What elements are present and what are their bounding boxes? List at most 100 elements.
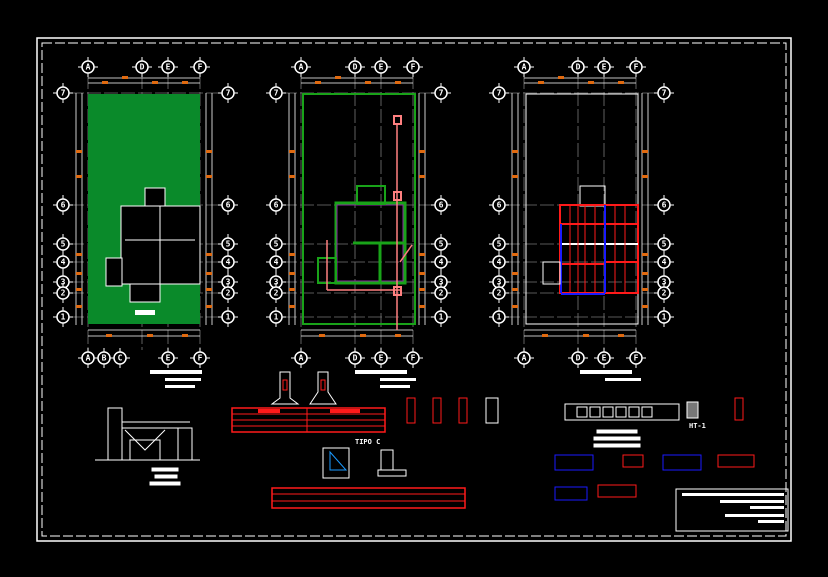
grid-bubble-right-7: 7 (654, 83, 674, 103)
grid-bubble-bottom-A: A (291, 348, 311, 368)
slab-details (554, 397, 755, 501)
grid-bubble-bottom-B-label: B (102, 354, 107, 363)
grid-bubble-right-3: 3 (431, 272, 451, 292)
grid-bubble-bottom-E: E (371, 348, 391, 368)
grid-bubble-right-1-label: 1 (226, 313, 231, 322)
grid-bubble-left-4-label: 4 (61, 258, 66, 267)
grid-bubble-right-6: 6 (218, 195, 238, 215)
grid-bubble-left-5-label: 5 (61, 240, 66, 249)
dimension-mark (618, 81, 624, 84)
grid-bubble-bottom-C-label: C (118, 354, 123, 363)
grid-bubble-left-2: 2 (489, 283, 509, 303)
grid-bubble-right-5: 5 (218, 234, 238, 254)
grid-bubble-right-7-label: 7 (662, 89, 667, 98)
block-label: HT-1 (689, 422, 706, 430)
dimension-mark (102, 81, 108, 84)
grid-bubble-left-5-label: 5 (497, 240, 502, 249)
grid-bubble-top-F: F (403, 57, 423, 77)
grid-bubble-top-F: F (190, 57, 210, 77)
grid-bubble-left-6-label: 6 (497, 201, 502, 210)
grid-bubble-top-A: A (78, 57, 98, 77)
grid-bubble-right-1: 1 (218, 307, 238, 327)
grid-bubble-top-D: D (345, 57, 365, 77)
grid-bubble-left-1: 1 (53, 307, 73, 327)
dimension-mark (182, 81, 188, 84)
grid-bubble-bottom-E-label: E (166, 354, 171, 363)
grid-bubble-top-F: F (626, 57, 646, 77)
grid-bubble-right-4-label: 4 (662, 258, 667, 267)
grid-bubble-left-5: 5 (489, 234, 509, 254)
grid-bubble-left-6: 6 (266, 195, 286, 215)
dimension-mark (558, 76, 564, 79)
grid-bubble-right-6: 6 (431, 195, 451, 215)
grid-bubble-right-2-label: 2 (226, 289, 231, 298)
sheet-border-inner (41, 42, 787, 537)
grid-bubble-right-4: 4 (218, 252, 238, 272)
grid-bubble-right-5-label: 5 (439, 240, 444, 249)
sheet-border-outer (36, 37, 792, 542)
grid-bubble-top-D-label: D (140, 63, 145, 72)
dimension-mark (335, 76, 341, 79)
grid-bubble-top-E: E (158, 57, 178, 77)
foundation-plan-content (302, 93, 416, 388)
grid-bubble-right-7-label: 7 (226, 89, 231, 98)
grid-bubble-bottom-F-label: F (634, 354, 639, 363)
grid-bubble-right-3-label: 3 (226, 278, 231, 287)
grid-bubble-bottom-A-label: A (522, 354, 527, 363)
grid-bubble-left-1-label: 1 (274, 313, 279, 322)
grid-bubble-right-7-label: 7 (439, 89, 444, 98)
grid-bubble-right-2-label: 2 (439, 289, 444, 298)
grid-bubble-left-5: 5 (53, 234, 73, 254)
grid-bubble-bottom-F: F (626, 348, 646, 368)
grid-bubble-top-D: D (568, 57, 588, 77)
grid-bubble-top-F-label: F (411, 63, 416, 72)
grid-bubble-left-4: 4 (53, 252, 73, 272)
dimension-mark (182, 334, 188, 337)
grid-bubble-left-7: 7 (266, 83, 286, 103)
grid-bubble-top-A-label: A (299, 63, 304, 72)
grid-bubble-left-3-label: 3 (274, 278, 279, 287)
grid-bubble-top-F-label: F (634, 63, 639, 72)
grid-bubble-left-6: 6 (53, 195, 73, 215)
grid-bubble-top-E-label: E (602, 63, 607, 72)
grid-bubble-right-5: 5 (431, 234, 451, 254)
grid-bubble-bottom-D: D (345, 348, 365, 368)
title-block (675, 488, 789, 532)
grid-bubble-left-1: 1 (266, 307, 286, 327)
grid-bubble-left-4: 4 (489, 252, 509, 272)
grid-bubble-bottom-F-label: F (198, 354, 203, 363)
grid-bubble-top-E-label: E (379, 63, 384, 72)
grid-bubble-left-7-label: 7 (497, 89, 502, 98)
grid-bubble-top-E-label: E (166, 63, 171, 72)
foundation-plan-title (355, 370, 407, 374)
grid-bubble-left-4-label: 4 (274, 258, 279, 267)
grid-bubble-right-6-label: 6 (439, 201, 444, 210)
grid-bubble-left-4-label: 4 (497, 258, 502, 267)
grid-bubble-left-7: 7 (489, 83, 509, 103)
grid-bubble-right-2: 2 (431, 283, 451, 303)
grid-bubble-right-2-label: 2 (662, 289, 667, 298)
grid-bubble-bottom-A-label: A (86, 354, 91, 363)
grid-bubble-right-1: 1 (431, 307, 451, 327)
grid-bubble-bottom-D-label: D (576, 354, 581, 363)
grid-bubble-left-7-label: 7 (274, 89, 279, 98)
foundation-plan (283, 75, 434, 350)
grid-bubble-top-A-label: A (522, 63, 527, 72)
grid-bubble-bottom-F: F (403, 348, 423, 368)
grid-bubble-right-1-label: 1 (439, 313, 444, 322)
grid-bubble-top-D-label: D (576, 63, 581, 72)
grid-bubble-right-6: 6 (654, 195, 674, 215)
grid-bubble-bottom-D-label: D (353, 354, 358, 363)
site-plan-title (150, 370, 202, 374)
dimension-mark (360, 334, 366, 337)
roof-plan-content (525, 93, 641, 381)
grid-bubble-right-4-label: 4 (226, 258, 231, 267)
grid-bubble-bottom-E: E (158, 348, 178, 368)
grid-bubble-top-A: A (514, 57, 534, 77)
grid-bubble-left-2-label: 2 (61, 289, 66, 298)
grid-bubble-right-5-label: 5 (662, 240, 667, 249)
roof-framing-plan (506, 75, 657, 350)
grid-bubble-right-4: 4 (431, 252, 451, 272)
dimension-mark (106, 334, 112, 337)
